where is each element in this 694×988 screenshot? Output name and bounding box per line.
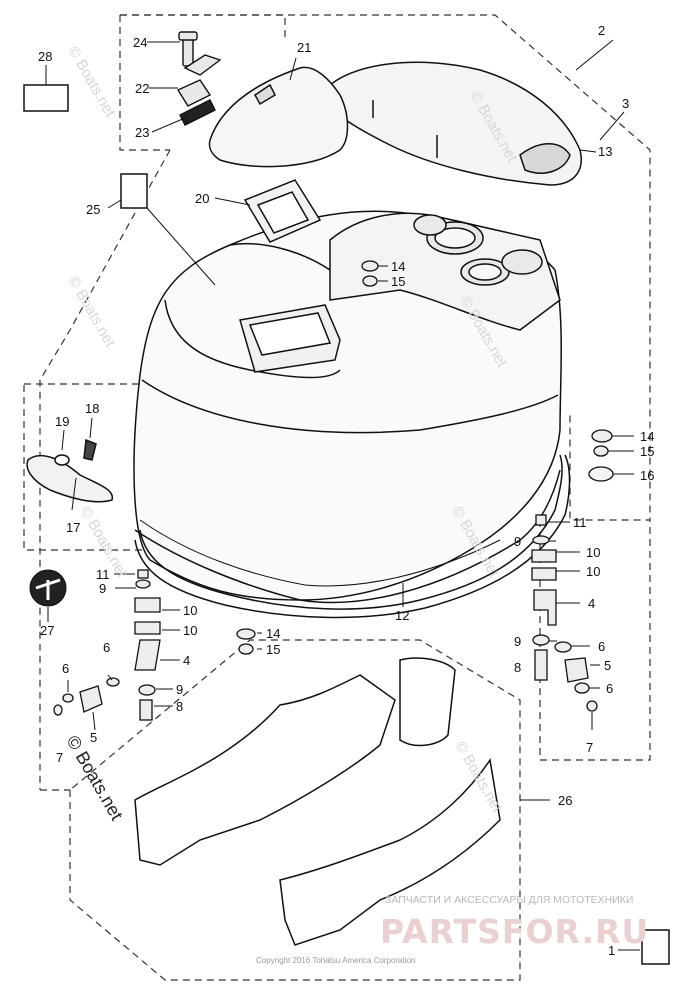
left-decal bbox=[26, 438, 114, 503]
reference-boxes bbox=[23, 84, 670, 965]
callout-9-right-b: 9 bbox=[514, 634, 521, 649]
callout-17: 17 bbox=[66, 520, 80, 535]
callout-10-left-a: 10 bbox=[183, 603, 197, 618]
callout-9-left-a: 9 bbox=[99, 581, 106, 596]
callout-9-right-a: 9 bbox=[514, 534, 521, 549]
callout-6-right-a: 6 bbox=[598, 639, 605, 654]
callout-15-right: 15 bbox=[640, 444, 654, 459]
callout-8-right: 8 bbox=[514, 660, 521, 675]
callout-9-left-b: 9 bbox=[176, 682, 183, 697]
callout-3: 3 bbox=[622, 96, 629, 111]
box-1 bbox=[641, 929, 670, 965]
callout-14-right: 14 bbox=[640, 429, 654, 444]
callout-4-left: 4 bbox=[183, 653, 190, 668]
callout-16: 16 bbox=[640, 468, 654, 483]
callout-2: 2 bbox=[598, 23, 605, 38]
callout-27: 27 bbox=[40, 623, 54, 638]
callout-25: 25 bbox=[86, 202, 100, 217]
callout-10-left-b: 10 bbox=[183, 623, 197, 638]
promo-line: ЗАПЧАСТИ И АКСЕССУАРЫ ДЛЯ МОТОТЕХНИКИ bbox=[385, 894, 633, 906]
callout-19: 19 bbox=[55, 414, 69, 429]
box-25 bbox=[120, 173, 148, 209]
bracket-parts bbox=[176, 31, 222, 126]
intake-grommet bbox=[243, 179, 322, 243]
callout-23: 23 bbox=[135, 125, 149, 140]
top-cowling bbox=[133, 210, 562, 604]
rear-cover bbox=[324, 61, 582, 186]
callout-22: 22 bbox=[135, 81, 149, 96]
tohatsu-logo bbox=[29, 569, 67, 607]
callout-28: 28 bbox=[38, 49, 52, 64]
callout-18: 18 bbox=[85, 401, 99, 416]
callout-26: 26 bbox=[558, 793, 572, 808]
callout-13: 13 bbox=[598, 144, 612, 159]
rubber-seal bbox=[134, 454, 571, 619]
callout-12: 12 bbox=[395, 608, 409, 623]
callout-15-bottom: 15 bbox=[266, 642, 280, 657]
callout-6-right-b: 6 bbox=[606, 681, 613, 696]
callout-24: 24 bbox=[133, 35, 147, 50]
callout-20: 20 bbox=[195, 191, 209, 206]
left-hardware bbox=[53, 569, 161, 721]
front-panel bbox=[208, 66, 349, 168]
callout-11-right: 11 bbox=[573, 515, 587, 530]
copyright: Copyright 2016 Tohatsu America Corporati… bbox=[256, 956, 416, 965]
callout-11-left: 11 bbox=[96, 567, 110, 582]
callout-10-right-a: 10 bbox=[586, 545, 600, 560]
callout-8-left: 8 bbox=[176, 699, 183, 714]
leader-lines bbox=[45, 39, 640, 951]
callout-10-right-b: 10 bbox=[586, 564, 600, 579]
callout-4-right: 4 bbox=[588, 596, 595, 611]
callout-14-bottom: 14 bbox=[266, 626, 280, 641]
callout-7-left: 7 bbox=[56, 750, 63, 765]
callout-labels: 28 24 22 23 20 25 21 2 3 13 14 15 14 15 … bbox=[38, 23, 654, 958]
callout-6-left-a: 6 bbox=[103, 640, 110, 655]
callout-1: 1 bbox=[608, 943, 615, 958]
callout-5-right: 5 bbox=[604, 658, 611, 673]
callout-5-left: 5 bbox=[90, 730, 97, 745]
callout-14-top: 14 bbox=[391, 259, 405, 274]
callout-7-right: 7 bbox=[586, 740, 593, 755]
callout-21: 21 bbox=[297, 40, 311, 55]
promo-brand: PARTSFOR.RU bbox=[380, 912, 649, 951]
callout-15-top: 15 bbox=[391, 274, 405, 289]
insulation-sheets bbox=[134, 657, 501, 946]
callout-6-left-b: 6 bbox=[62, 661, 69, 676]
box-28 bbox=[23, 84, 69, 112]
